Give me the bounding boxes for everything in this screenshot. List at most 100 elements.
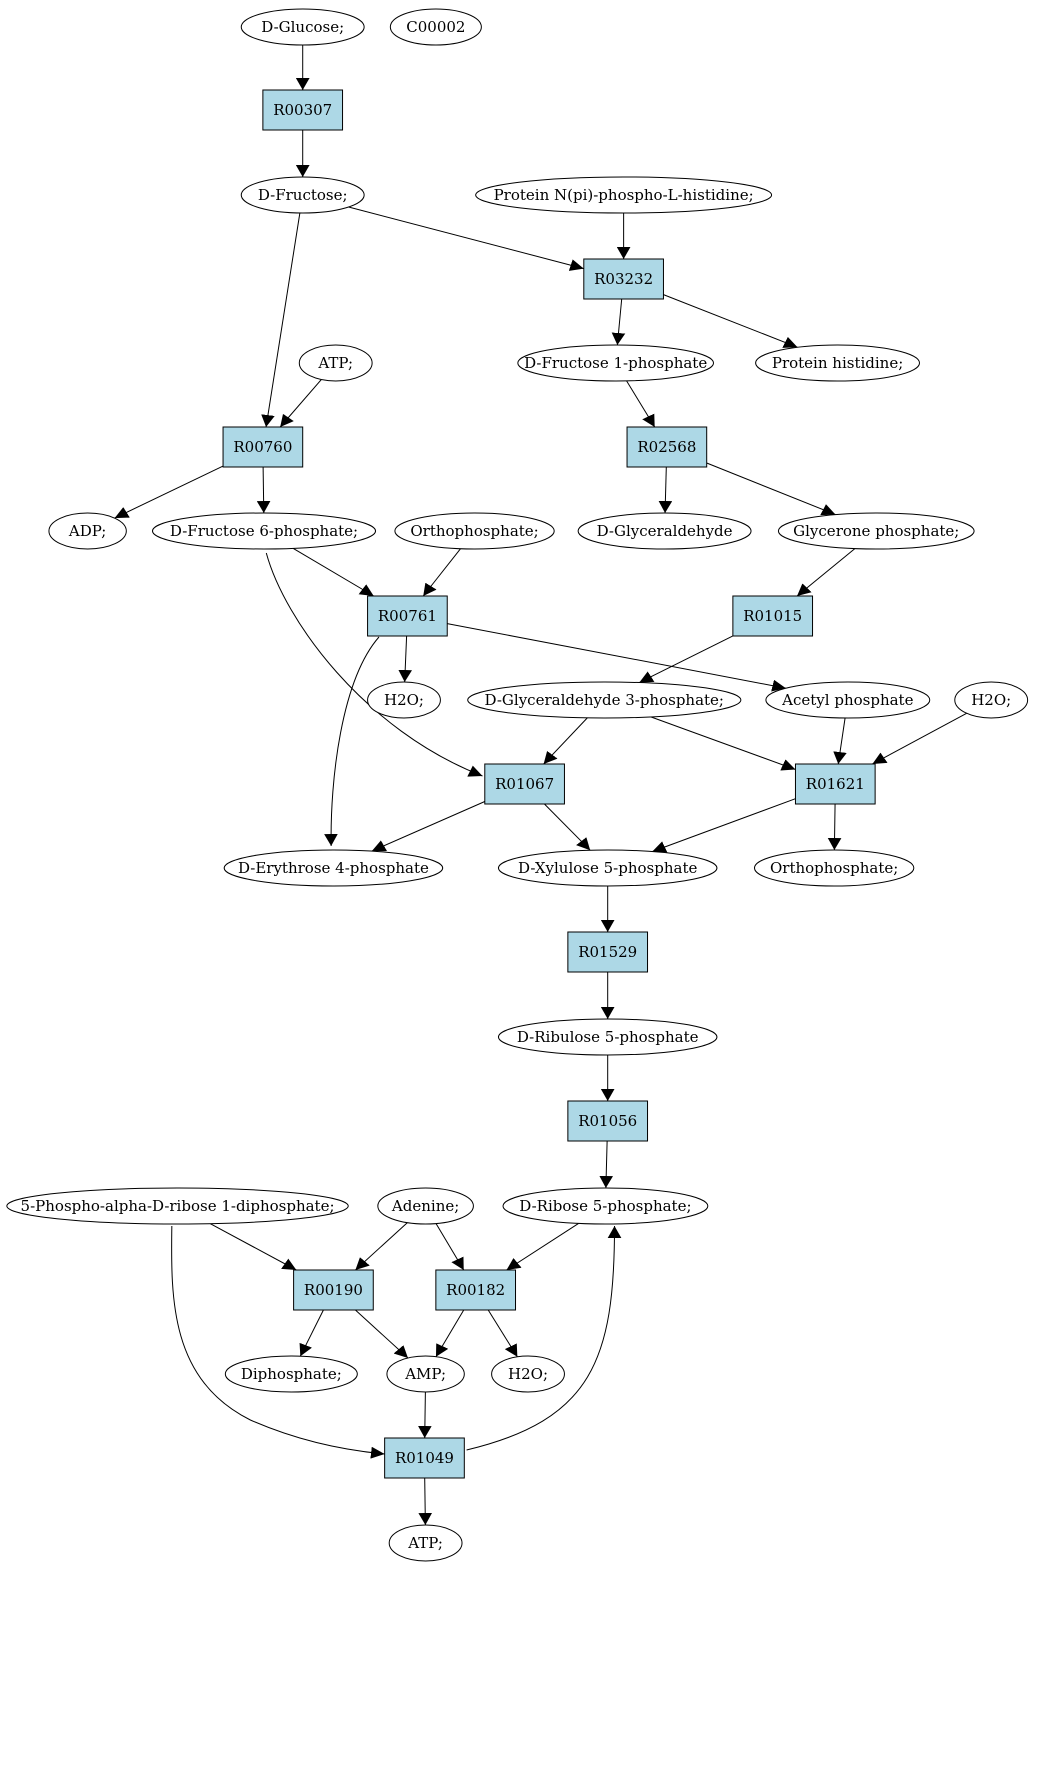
edge-R00182-to-h2o3 <box>488 1310 517 1357</box>
compound-label: D-Fructose 6-phosphate; <box>170 522 358 540</box>
reaction-box <box>435 1269 517 1311</box>
reaction-box <box>583 258 664 300</box>
reaction-label: R01529 <box>578 943 637 961</box>
compound-label: D-Glyceraldehyde 3-phosphate; <box>485 691 724 709</box>
compound-ellipse <box>240 176 365 214</box>
compound-node-glycerone_p[interactable]: Glycerone phosphate; <box>777 512 975 550</box>
reaction-node-R00760[interactable]: R00760 <box>222 426 304 468</box>
compound-label: H2O; <box>384 691 424 709</box>
compound-node-h2o2[interactable]: H2O; <box>954 681 1029 719</box>
compound-node-atp2[interactable]: ATP; <box>388 1524 463 1562</box>
edge-R01056-to-r5p <box>599 1141 614 1188</box>
compound-node-orthophos2[interactable]: Orthophosphate; <box>753 849 915 887</box>
compound-ellipse <box>377 1187 474 1225</box>
edge-R01049-to-r5p <box>467 1226 622 1450</box>
compound-node-fru6p[interactable]: D-Fructose 6-phosphate; <box>151 512 377 550</box>
compound-ellipse <box>48 512 127 550</box>
compound-ellipse <box>394 512 555 550</box>
compound-label: Orthophosphate; <box>410 522 538 540</box>
compound-node-prpp[interactable]: 5-Phospho-alpha-D-ribose 1-diphosphate; <box>6 1187 349 1225</box>
reaction-node-R01049[interactable]: R01049 <box>384 1437 465 1479</box>
compound-label: Protein N(pi)-phospho-L-histidine; <box>494 186 754 204</box>
reaction-label: R00307 <box>273 101 332 119</box>
reaction-box <box>222 426 304 468</box>
edge-R01621-to-orthophos2 <box>827 804 842 850</box>
compound-label: H2O; <box>508 1365 548 1383</box>
compound-label: ADP; <box>68 522 106 540</box>
edge-atp1-to-R00760 <box>280 380 321 428</box>
compound-label: D-Erythrose 4-phosphate <box>238 859 429 877</box>
reaction-node-R01529[interactable]: R01529 <box>567 931 649 973</box>
compound-node-e4p[interactable]: D-Erythrose 4-phosphate <box>223 849 444 887</box>
edge-amp-to-R01049 <box>418 1392 432 1438</box>
edge-fructose-to-R00760 <box>261 213 300 427</box>
reaction-box <box>367 595 448 637</box>
compound-node-acetyl_p[interactable]: Acetyl phosphate <box>765 681 931 719</box>
compound-label: D-Ribose 5-phosphate; <box>519 1197 691 1215</box>
reaction-node-R02568[interactable]: R02568 <box>626 426 708 468</box>
compound-label: D-Glucose; <box>261 18 344 36</box>
edge-glycerone_p-to-R01015 <box>797 549 855 596</box>
edge-R01049-to-atp2 <box>418 1478 433 1525</box>
reaction-node-R00182[interactable]: R00182 <box>435 1269 517 1311</box>
reaction-node-R03232[interactable]: R03232 <box>583 258 664 300</box>
compound-node-g3p[interactable]: D-Glyceraldehyde 3-phosphate; <box>467 681 742 719</box>
compound-ellipse <box>388 1524 463 1562</box>
compound-node-atp1[interactable]: ATP; <box>298 344 373 382</box>
compound-ellipse <box>475 176 773 214</box>
compound-node-adenine[interactable]: Adenine; <box>377 1187 474 1225</box>
compound-node-r5p[interactable]: D-Ribose 5-phosphate; <box>502 1187 709 1225</box>
compound-ellipse <box>240 8 365 46</box>
compound-label: D-Ribulose 5-phosphate <box>517 1028 699 1046</box>
reaction-node-R01056[interactable]: R01056 <box>567 1100 649 1142</box>
compound-node-h2o3[interactable]: H2O; <box>491 1355 565 1393</box>
compound-label: Protein histidine; <box>772 354 903 372</box>
compound-ellipse <box>223 849 444 887</box>
compound-ellipse <box>497 849 718 887</box>
compound-label: 5-Phospho-alpha-D-ribose 1-diphosphate; <box>21 1197 335 1215</box>
compound-label: ATP; <box>407 1534 443 1552</box>
compound-node-h2o1[interactable]: H2O; <box>367 681 441 719</box>
compound-ellipse <box>298 344 373 382</box>
reaction-label: R00760 <box>233 438 292 456</box>
compound-node-fructose[interactable]: D-Fructose; <box>240 176 365 214</box>
reaction-box <box>484 763 565 805</box>
reaction-box <box>567 931 649 973</box>
compound-node-protein_nphospho[interactable]: Protein N(pi)-phospho-L-histidine; <box>475 176 773 214</box>
edge-R00190-to-amp <box>355 1310 408 1358</box>
reaction-node-R00190[interactable]: R00190 <box>293 1269 374 1311</box>
compound-node-amp[interactable]: AMP; <box>386 1355 465 1393</box>
compound-label: C00002 <box>406 18 465 36</box>
compound-ellipse <box>497 1018 718 1056</box>
compound-node-fru1p[interactable]: D-Fructose 1-phosphate <box>517 344 715 382</box>
compound-node-diphosphate[interactable]: Diphosphate; <box>224 1355 358 1393</box>
edge-R00190-to-diphosphate <box>299 1310 323 1356</box>
compound-node-glyceraldehyde[interactable]: D-Glyceraldehyde <box>577 512 752 550</box>
compound-ellipse <box>502 1187 709 1225</box>
compound-node-orthophos1[interactable]: Orthophosphate; <box>394 512 555 550</box>
edge-fru6p-to-R01067 <box>266 553 482 777</box>
compound-node-xu5p[interactable]: D-Xylulose 5-phosphate <box>497 849 718 887</box>
compound-node-glucose[interactable]: D-Glucose; <box>240 8 365 46</box>
compound-ellipse <box>386 1355 465 1393</box>
compound-node-adp[interactable]: ADP; <box>48 512 127 550</box>
compound-node-c00002[interactable]: C00002 <box>389 8 482 46</box>
edge-R00761-to-acetyl_p <box>447 624 786 692</box>
reaction-node-R01015[interactable]: R01015 <box>732 595 814 637</box>
reaction-node-R01067[interactable]: R01067 <box>484 763 565 805</box>
edge-adenine-to-R00190 <box>355 1223 407 1270</box>
reaction-label: R00761 <box>378 607 437 625</box>
edge-fru1p-to-R02568 <box>627 381 655 427</box>
edge-fructose-to-R03232 <box>349 207 584 271</box>
compound-label: H2O; <box>971 691 1011 709</box>
compound-node-protein_his[interactable]: Protein histidine; <box>755 344 921 382</box>
compound-ellipse <box>954 681 1029 719</box>
reaction-label: R02568 <box>637 438 696 456</box>
compound-label: Glycerone phosphate; <box>793 522 959 540</box>
edge-R02568-to-glyceraldehyde <box>658 467 673 513</box>
reaction-node-R00307[interactable]: R00307 <box>262 89 344 131</box>
reaction-node-R01621[interactable]: R01621 <box>794 763 876 805</box>
reaction-node-R00761[interactable]: R00761 <box>367 595 448 637</box>
compound-node-ru5p[interactable]: D-Ribulose 5-phosphate <box>497 1018 718 1056</box>
